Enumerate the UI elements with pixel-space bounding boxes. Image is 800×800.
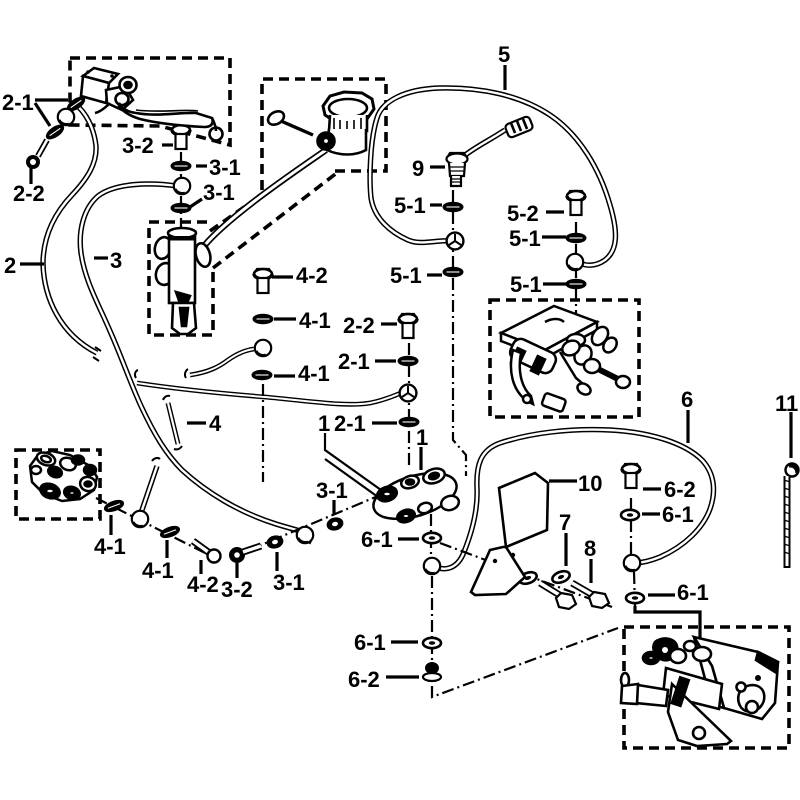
svg-text:5-1: 5-1 xyxy=(394,193,426,218)
svg-text:6-1: 6-1 xyxy=(361,527,393,552)
svg-text:5-1: 5-1 xyxy=(390,263,422,288)
svg-text:3-2: 3-2 xyxy=(221,577,253,602)
svg-text:2-1: 2-1 xyxy=(2,90,34,115)
svg-text:6-1: 6-1 xyxy=(354,630,386,655)
svg-text:2-1: 2-1 xyxy=(338,349,370,374)
svg-text:4-2: 4-2 xyxy=(296,263,328,288)
svg-text:6-2: 6-2 xyxy=(348,667,380,692)
svg-text:1: 1 xyxy=(318,411,330,436)
svg-text:2-2: 2-2 xyxy=(343,313,375,338)
svg-text:5-1: 5-1 xyxy=(510,272,542,297)
svg-text:3-1: 3-1 xyxy=(316,478,348,503)
svg-text:5: 5 xyxy=(498,42,510,67)
svg-text:4-1: 4-1 xyxy=(142,558,174,583)
svg-text:3: 3 xyxy=(110,248,122,273)
svg-text:4: 4 xyxy=(209,411,222,436)
svg-text:11: 11 xyxy=(775,391,798,416)
svg-text:6: 6 xyxy=(681,387,693,412)
svg-text:9: 9 xyxy=(412,156,424,181)
svg-text:4-1: 4-1 xyxy=(94,534,126,559)
svg-text:6-1: 6-1 xyxy=(677,580,709,605)
svg-text:8: 8 xyxy=(584,536,596,561)
svg-text:5-2: 5-2 xyxy=(507,201,539,226)
svg-text:3-2: 3-2 xyxy=(122,133,154,158)
svg-text:5-1: 5-1 xyxy=(509,226,541,251)
svg-text:6-1: 6-1 xyxy=(662,502,694,527)
svg-text:4-1: 4-1 xyxy=(298,361,330,386)
svg-text:2: 2 xyxy=(4,253,16,278)
svg-text:4-2: 4-2 xyxy=(187,572,219,597)
svg-text:7: 7 xyxy=(559,510,571,535)
svg-text:2-1: 2-1 xyxy=(334,411,366,436)
svg-text:4-1: 4-1 xyxy=(299,308,331,333)
svg-text:10: 10 xyxy=(578,471,602,496)
svg-text:3-1: 3-1 xyxy=(209,155,241,180)
svg-text:3-1: 3-1 xyxy=(273,570,305,595)
svg-text:2-2: 2-2 xyxy=(13,181,45,206)
svg-text:3-1: 3-1 xyxy=(203,180,235,205)
svg-text:6-2: 6-2 xyxy=(664,477,696,502)
svg-text:1: 1 xyxy=(416,425,428,450)
